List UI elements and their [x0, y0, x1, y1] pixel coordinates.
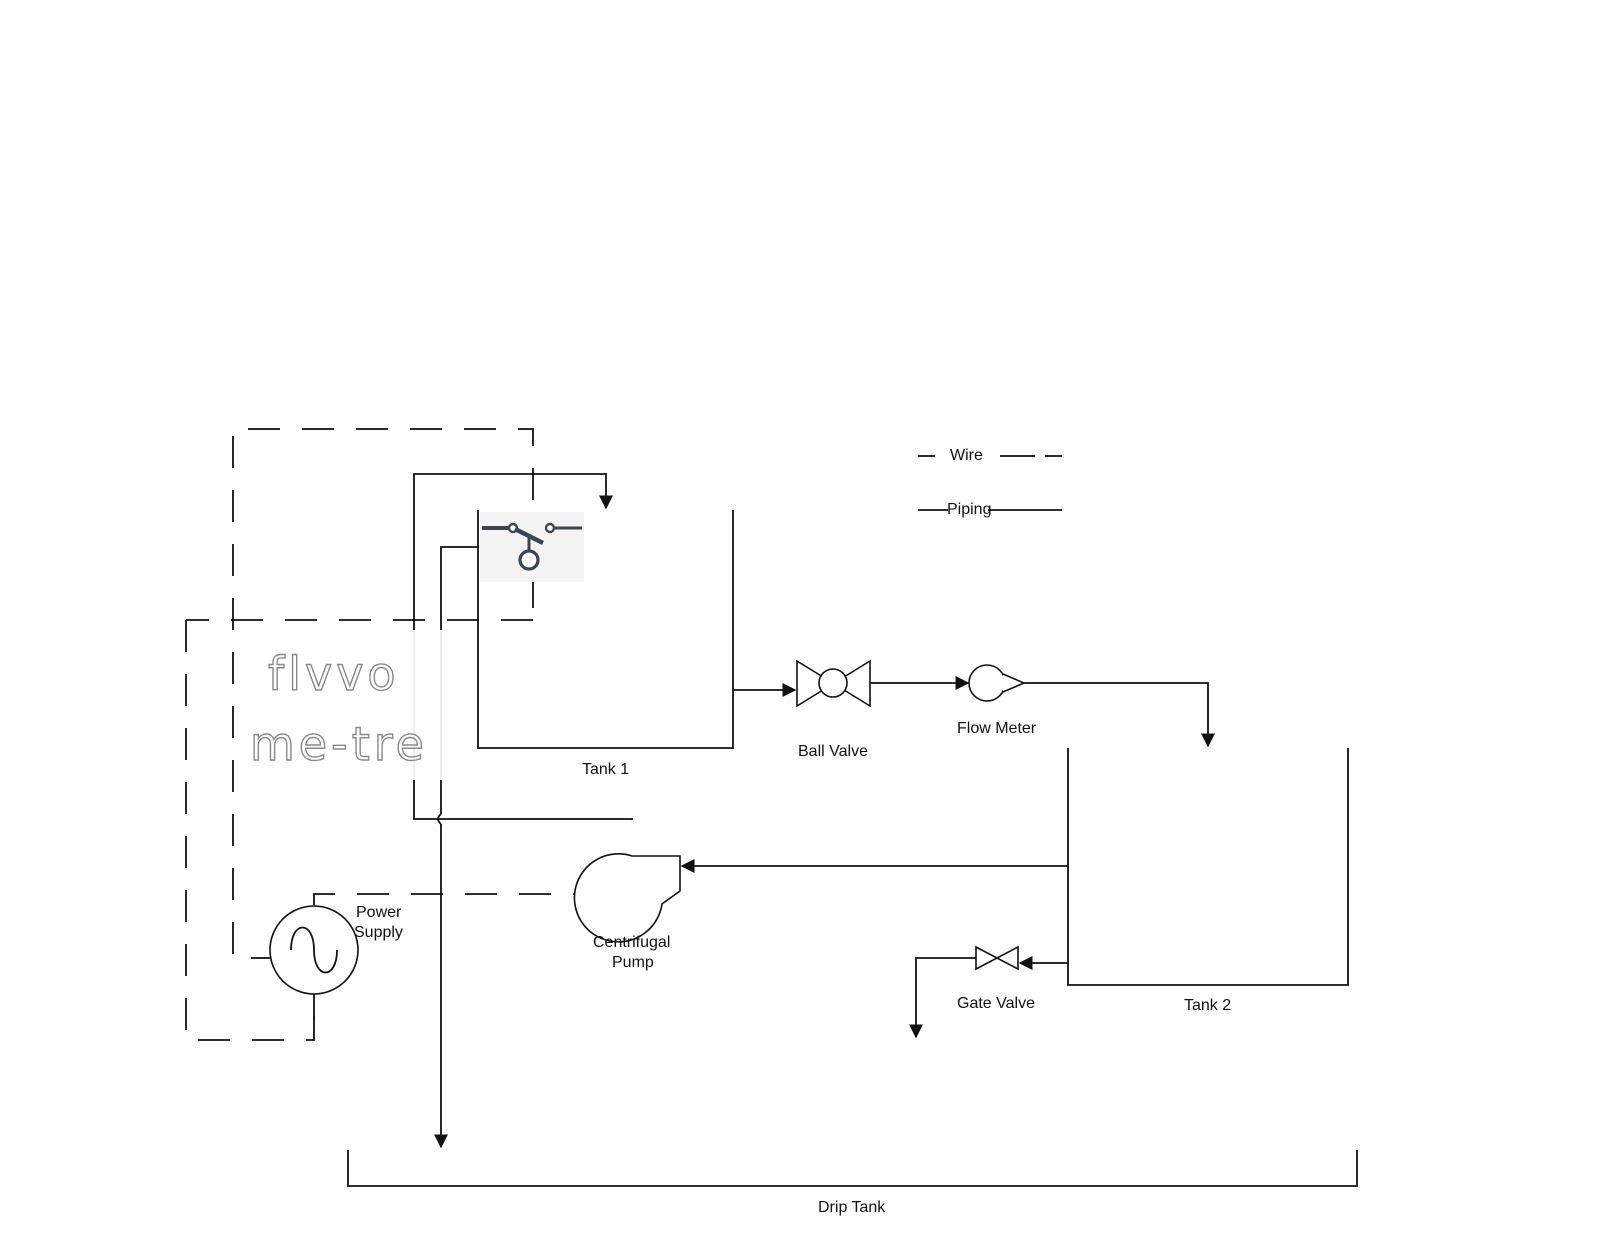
ball-valve-label: Ball Valve	[798, 743, 868, 760]
flow-meter-icon: Flow Meter	[957, 664, 1037, 737]
legend-wire-label: Wire	[950, 447, 983, 464]
ac-power-supply-icon: Power Supply	[258, 904, 403, 1020]
tank-1: Tank 1	[477, 510, 734, 778]
tank-2-label: Tank 2	[1184, 997, 1231, 1014]
handwritten-line-2: me-tre	[250, 717, 428, 771]
pump-label-line2: Pump	[612, 954, 654, 971]
power-supply-label-line1: Power	[356, 904, 402, 921]
tank-2: Tank 2	[1067, 748, 1349, 1014]
drip-tank-label: Drip Tank	[818, 1199, 886, 1216]
flow-meter-label: Flow Meter	[957, 720, 1037, 737]
handwritten-line-1: flvvo	[268, 647, 400, 701]
tank-1-label: Tank 1	[582, 761, 629, 778]
gate-valve-icon: Gate Valve	[957, 945, 1035, 1012]
pump-label-line1: Centrifugal	[593, 934, 670, 951]
ball-valve-icon: Ball Valve	[796, 659, 871, 760]
handwritten-annotation: flvvo me-tre	[249, 630, 470, 780]
power-supply-label-line2: Supply	[354, 924, 403, 941]
legend: Wire Piping	[918, 447, 1062, 518]
float-switch-icon	[480, 512, 584, 582]
legend-piping-label: Piping	[947, 501, 991, 518]
centrifugal-pump-icon: Centrifugal Pump	[573, 853, 681, 971]
gate-valve-label: Gate Valve	[957, 995, 1035, 1012]
drip-tank: Drip Tank	[347, 1150, 1358, 1216]
